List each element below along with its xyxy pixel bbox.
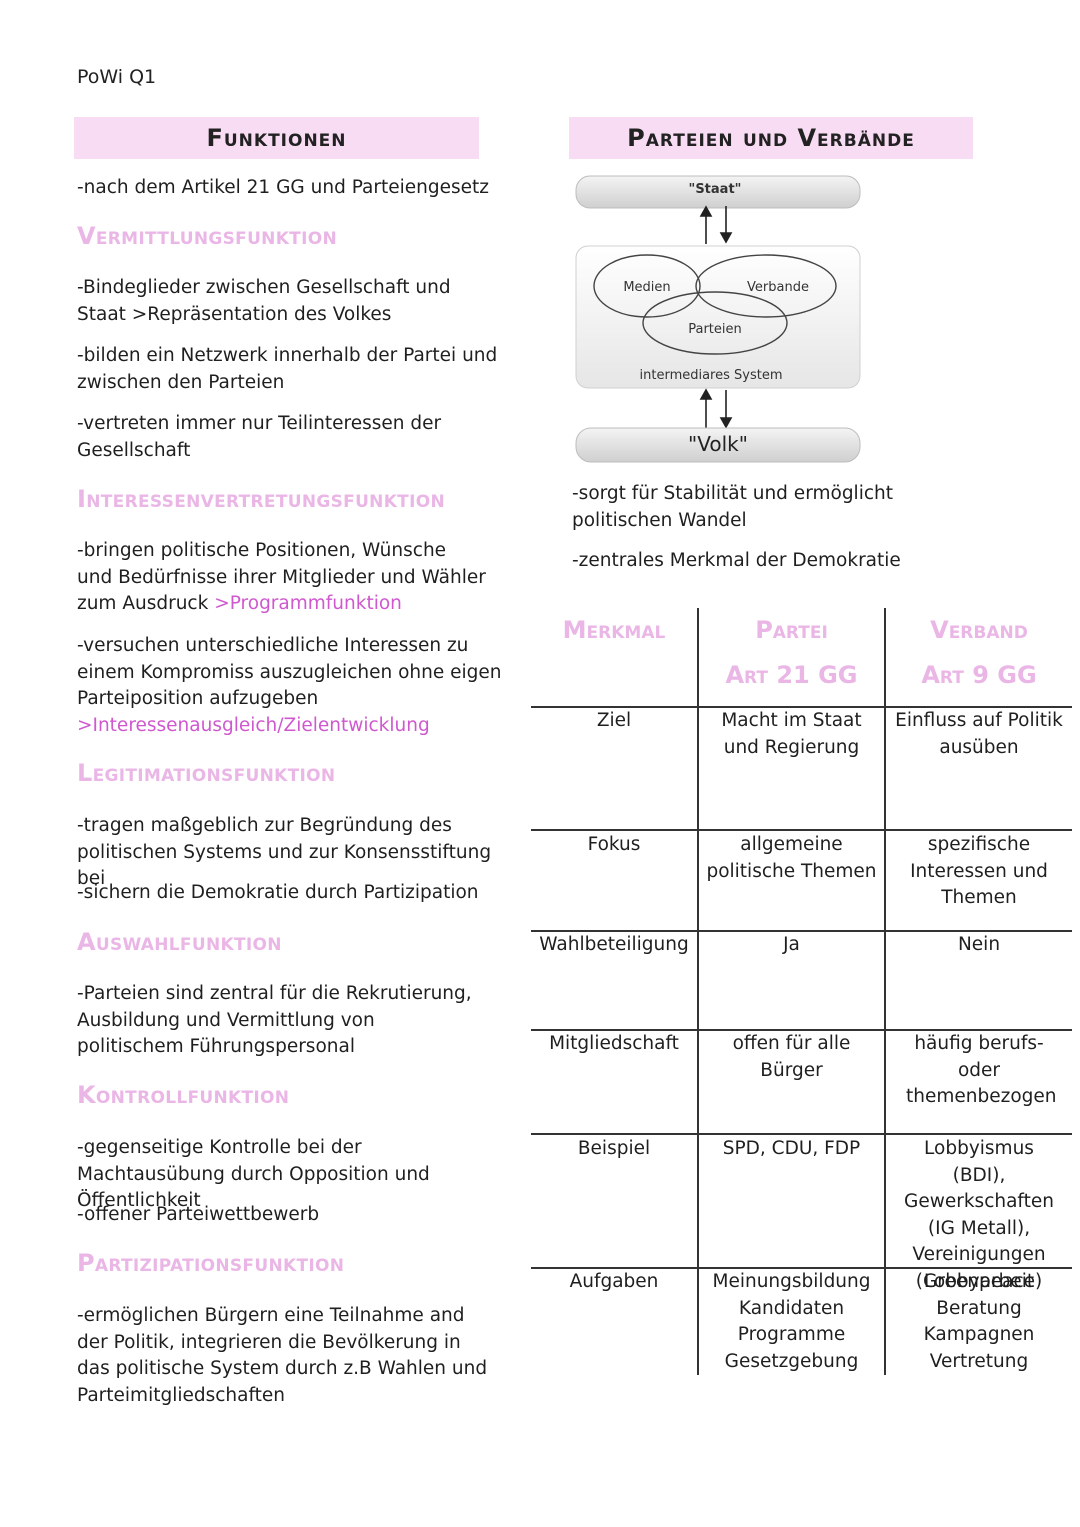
- heading-kontrolle: Kontrollfunktion: [77, 1081, 290, 1109]
- table-row-label: Fokus: [587, 834, 641, 855]
- table-cell-partei: allgemeine politische Themen: [706, 834, 877, 882]
- system-label: intermediares System: [640, 368, 783, 383]
- interessen-p2: -versuchen unterschiedliche Interessen z…: [77, 633, 517, 739]
- table-cell-verband: Lobbyismus (BDI), Gewerkschaften (IG Met…: [904, 1138, 1054, 1292]
- demokratie-text: -zentrales Merkmal der Demokratie: [572, 550, 901, 571]
- interessen-p1-text: -bringen politische Positionen, Wünsche …: [77, 540, 486, 614]
- table-cell-partei: SPD, CDU, FDP: [722, 1138, 861, 1159]
- interessenausgleich-highlight: >Interessenausgleich/Zielentwicklung: [77, 714, 430, 736]
- arrows-top-icon: [699, 205, 733, 244]
- course-label: PoWi Q1: [77, 66, 157, 88]
- table-hline: [531, 930, 1072, 932]
- partizipation-p1: -ermöglichen Bürgern eine Teilnahme and …: [77, 1305, 488, 1406]
- table-cell-partei: Meinungsbildung Kandidaten Programme Ges…: [712, 1271, 871, 1372]
- system-box: [575, 245, 861, 389]
- table-hline: [531, 1029, 1072, 1031]
- vermittlung-p2: -bilden ein Netzwerk innerhalb der Parte…: [77, 345, 498, 393]
- table-cell-verband: spezifische Interessen und Themen: [910, 834, 1048, 908]
- intermediary-system-diagram: "Staat" Medien Verbande Parteien interme…: [575, 175, 861, 463]
- legitimation-p1: -tragen maßgeblich zur Begründung des po…: [77, 815, 492, 889]
- header-merkmal: Merkmal: [562, 616, 666, 644]
- auswahl-p1: -Parteien sind zentral für die Rekrutier…: [77, 983, 472, 1057]
- table-cell-verband: Nein: [957, 934, 1001, 955]
- vermittlung-p1: -Bindeglieder zwischen Gesellschaft und …: [77, 277, 451, 325]
- table-cell-partei: Ja: [783, 934, 800, 955]
- table-row-label: Ziel: [596, 710, 632, 731]
- arrows-bottom-icon: [699, 388, 733, 429]
- table-cell-partei: Macht im Staat und Regierung: [721, 710, 862, 758]
- table-cell-verband: Einfluss auf Politik ausüben: [895, 710, 1063, 758]
- table-hline: [531, 706, 1072, 708]
- medien-circle: [593, 254, 701, 318]
- medien-label: Medien: [623, 280, 670, 295]
- table-hline: [531, 1133, 1072, 1135]
- parteien-label: Parteien: [688, 322, 742, 337]
- interessen-p1: -bringen politische Positionen, Wünsche …: [77, 538, 487, 618]
- header-partei-article: Art 21 GG: [725, 661, 858, 689]
- heading-legitimation: Legitimationsfunktion: [77, 759, 336, 787]
- header-partei: Partei Art 21 GG: [699, 608, 884, 698]
- verbande-circle: [695, 254, 837, 318]
- table-hline: [531, 829, 1072, 831]
- parteien-circle: [642, 291, 788, 355]
- stabilitaet-text: -sorgt für Stabilität und ermöglicht pol…: [572, 483, 893, 531]
- table-row-label: Mitgliedschaft: [549, 1033, 679, 1054]
- banner-funktionen: Funktionen: [74, 117, 479, 159]
- programmfunktion-highlight: >Programmfunktion: [214, 593, 402, 614]
- intro-text: -nach dem Artikel 21 GG und Parteiengese…: [77, 177, 489, 198]
- table-cell-partei: offen für alle Bürger: [732, 1033, 851, 1081]
- table-vline-2: [884, 608, 886, 1375]
- heading-interessen: Interessenvertretungsfunktion: [77, 485, 445, 513]
- vermittlung-p3: -vertreten immer nur Teilinteressen der …: [77, 413, 442, 461]
- heading-auswahl: Auswahlfunktion: [77, 928, 282, 956]
- table-row-label: Beispiel: [577, 1138, 651, 1159]
- verbande-label: Verbande: [747, 280, 809, 295]
- table-cell-verband: Lobbyarbeit Beratung Kampagnen Vertretun…: [923, 1271, 1035, 1372]
- volk-label: "Volk": [688, 432, 748, 456]
- table-row-label: Aufgaben: [569, 1271, 659, 1292]
- staat-pill: [575, 175, 861, 209]
- interessen-p2-text: -versuchen unterschiedliche Interessen z…: [77, 635, 502, 709]
- header-verband: Verband Art 9 GG: [886, 608, 1072, 698]
- table-hline: [531, 1267, 1072, 1269]
- heading-partizipation: Partizipationsfunktion: [77, 1249, 345, 1277]
- banner-parteien-verbaende: Parteien und Verbände: [569, 117, 973, 159]
- staat-label: "Staat": [689, 182, 742, 197]
- table-cell-verband: häufig berufs- oder themenbezogen: [906, 1033, 1057, 1107]
- legitimation-p2: -sichern die Demokratie durch Partizipat…: [77, 882, 479, 903]
- header-verband-article: Art 9 GG: [921, 661, 1037, 689]
- kontrolle-p2: -offener Parteiwettbewerb: [77, 1204, 320, 1225]
- volk-pill: [575, 427, 861, 463]
- header-verband-title: Verband: [930, 616, 1028, 644]
- table-vline-1: [697, 608, 699, 1375]
- kontrolle-p1: -gegenseitige Kontrolle bei der Machtaus…: [77, 1137, 430, 1211]
- table-row-label: Wahlbeteiligung: [539, 934, 689, 955]
- heading-vermittlung: Vermittlungsfunktion: [77, 222, 337, 250]
- header-partei-title: Partei: [755, 616, 828, 644]
